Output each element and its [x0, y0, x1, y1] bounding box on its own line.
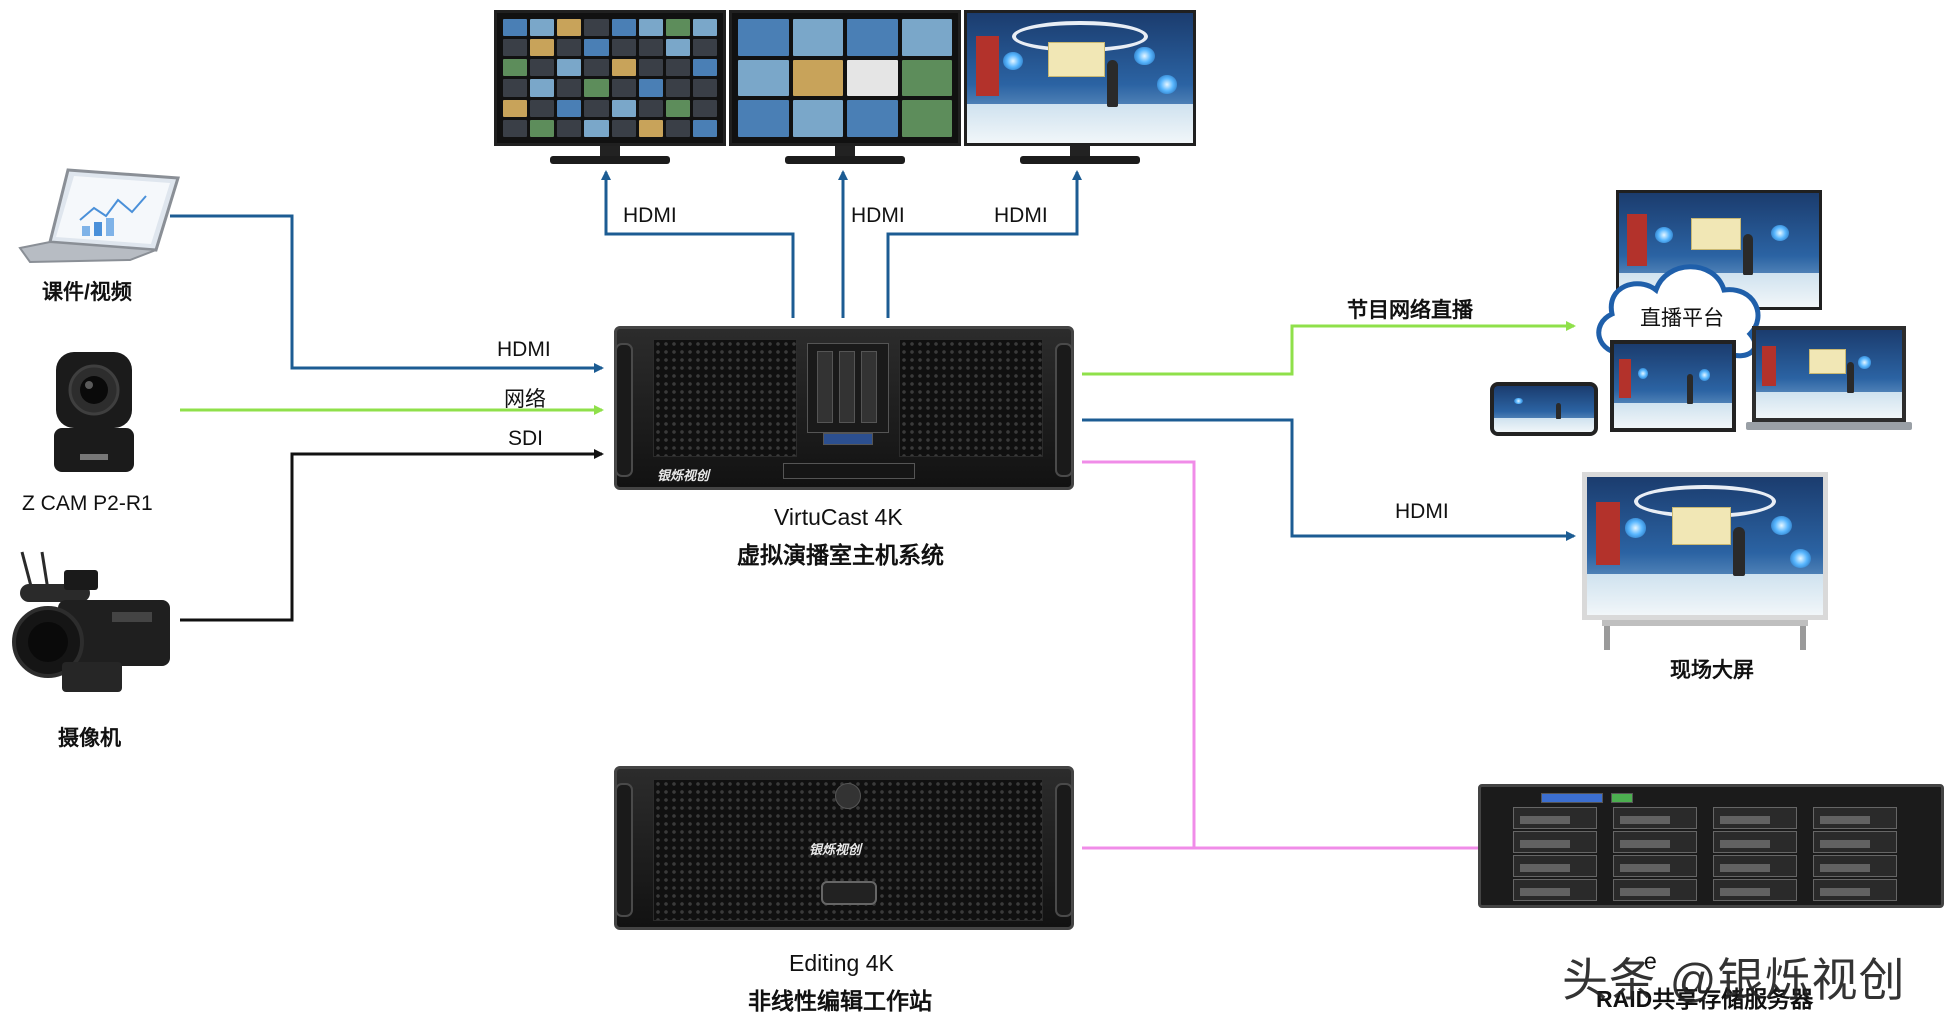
raid-drive-bay	[1513, 807, 1597, 829]
wire-hdmi-bigscreen	[1082, 418, 1576, 541]
cloud-icon	[1596, 264, 1761, 359]
edit-handle-left	[615, 783, 633, 917]
caption-edit-line2: 非线性编辑工作站	[748, 988, 932, 1014]
raid-drive-bay	[1713, 807, 1797, 829]
label-hdmi-top-1: HDMI	[623, 204, 677, 227]
raid-drive-bay	[1813, 855, 1897, 877]
ptz-camera-icon	[54, 352, 134, 472]
caption-laptop: 课件/视频	[42, 281, 132, 304]
laptop-device	[10, 160, 180, 280]
phone-device	[1490, 382, 1598, 436]
raid-drive-bay	[1613, 831, 1697, 853]
wire-hdmi-monitor-3	[886, 170, 1082, 318]
label-hdmi-in: HDMI	[497, 338, 551, 361]
laptop-screen-device	[1746, 326, 1912, 432]
raid-drive-bay	[1713, 831, 1797, 853]
caption-host-line1: VirtuCast 4K	[774, 504, 903, 530]
wire-storage-host	[1082, 460, 1478, 850]
raid-drive-bay	[1813, 879, 1897, 901]
raid-drive-bay	[1613, 855, 1697, 877]
monitor-program	[964, 10, 1196, 166]
raid-drive-bay	[1513, 855, 1597, 877]
edit-handle-right	[1055, 783, 1073, 917]
wire-network-stream	[1082, 321, 1576, 376]
host-brand-logo: 银烁视创	[657, 468, 710, 483]
label-sdi-in: SDI	[508, 427, 544, 450]
caption-host-line2: 虚拟演播室主机系统	[737, 542, 944, 568]
raid-drive-bay	[1713, 879, 1797, 901]
label-hdmi-top-2: HDMI	[851, 204, 905, 227]
caption-big-screen: 现场大屏	[1670, 659, 1754, 682]
monitor-switcher-ui	[494, 10, 726, 166]
host-handle-right	[1055, 343, 1073, 477]
raid-storage-server	[1478, 784, 1944, 908]
caption-storage-line1: e	[1644, 948, 1657, 974]
wire-hdmi-laptop	[170, 214, 604, 373]
tablet-device	[1610, 340, 1736, 432]
big-screen-device	[1582, 472, 1828, 650]
label-hdmi-out: HDMI	[1395, 500, 1449, 523]
host-handle-left	[615, 343, 633, 477]
monitor-screen	[729, 10, 961, 146]
caption-ptz-camera: Z CAM P2-R1	[22, 492, 153, 515]
monitor-screen	[964, 10, 1196, 146]
label-stream-out: 节目网络直播	[1347, 299, 1473, 322]
watermark-text: 头条 @银烁视创	[1562, 954, 1906, 1006]
ptz-camera-device	[44, 346, 144, 476]
label-network-in: 网络	[504, 388, 546, 411]
raid-drive-bay	[1813, 831, 1897, 853]
camcorder-icon	[12, 551, 170, 692]
raid-drive-bay	[1513, 879, 1597, 901]
raid-drive-grid	[1513, 807, 1913, 905]
monitor-multiview	[729, 10, 961, 166]
editing-workstation: 银烁视创	[614, 766, 1074, 930]
multiview-grid	[738, 19, 952, 137]
caption-camcorder: 摄像机	[58, 727, 121, 750]
raid-drive-bay	[1713, 855, 1797, 877]
monitor-screen	[494, 10, 726, 146]
wire-hdmi-monitor-1	[601, 170, 795, 318]
raid-drive-bay	[1613, 879, 1697, 901]
camcorder-device	[2, 550, 182, 700]
caption-live-platform: 直播平台	[1640, 307, 1724, 330]
virtucast-host: 银烁视创	[614, 326, 1074, 490]
raid-drive-bay	[1513, 831, 1597, 853]
laptop-icon	[18, 168, 180, 264]
wire-sdi-camcorder	[180, 449, 604, 622]
edit-brand-logo: 银烁视创	[809, 842, 862, 857]
caption-edit-line1: Editing 4K	[789, 950, 894, 976]
switcher-grid	[503, 19, 717, 137]
label-hdmi-top-3: HDMI	[994, 204, 1048, 227]
caption-storage-line2: RAID共享存储服务器	[1596, 986, 1814, 1012]
raid-drive-bay	[1613, 807, 1697, 829]
raid-drive-bay	[1813, 807, 1897, 829]
